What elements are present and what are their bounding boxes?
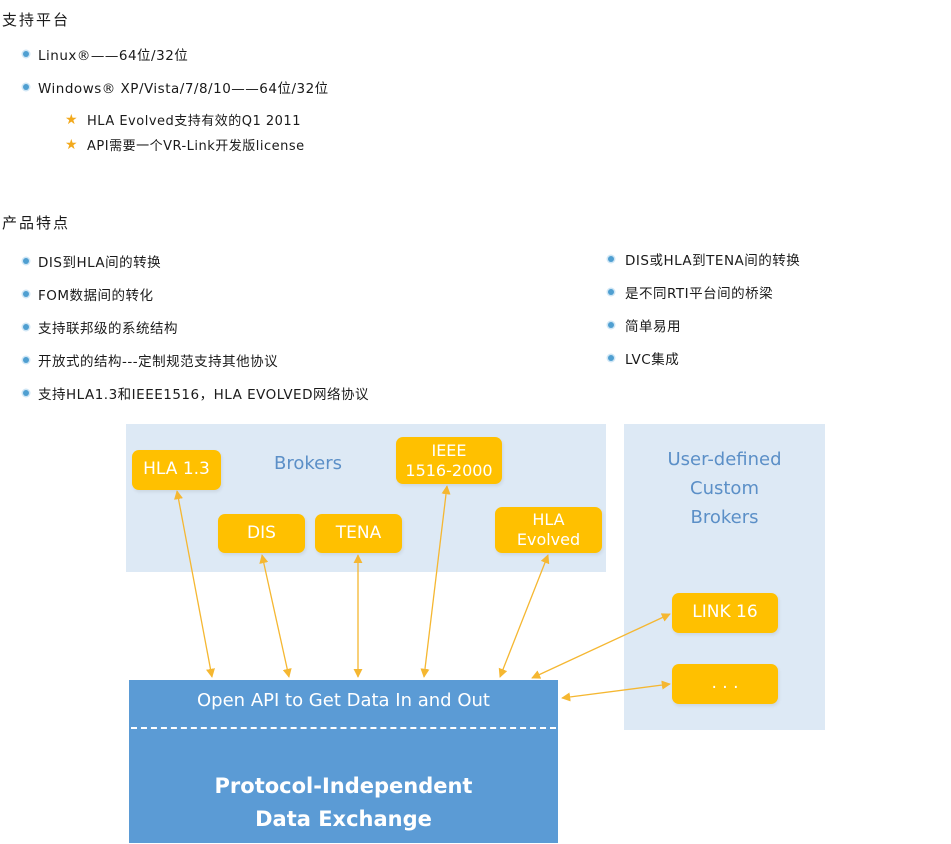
- hla-1-3-chip: HLA 1.3: [132, 450, 221, 490]
- feature-item-open-architecture: 开放式的结构---定制规范支持其他协议: [38, 354, 279, 370]
- bullet-icon: [23, 258, 29, 264]
- platform-subitem-api: API需要一个VR-Link开发版license: [87, 139, 305, 154]
- arrow-more: [561, 680, 671, 702]
- link16-chip: LINK 16: [672, 593, 778, 633]
- arrow-ieee: [420, 485, 451, 678]
- dashed-divider: [131, 727, 556, 729]
- bullet-icon: [608, 289, 614, 295]
- bullet-icon: [608, 355, 614, 361]
- ieee-chip: IEEE 1516-2000: [396, 437, 502, 484]
- arrow-hla13: [174, 490, 215, 678]
- dis-chip: DIS: [218, 514, 305, 553]
- open-api-label: Open API to Get Data In and Out: [197, 690, 490, 711]
- bullet-icon: [23, 357, 29, 363]
- feature-item-easy: 简单易用: [625, 319, 681, 335]
- arrow-link16: [531, 613, 671, 679]
- platform-subitem-hla-evolved: HLA Evolved支持有效的Q1 2011: [87, 114, 301, 129]
- tena-chip: TENA: [315, 514, 402, 553]
- bullet-icon: [608, 322, 614, 328]
- hla-evolved-chip: HLA Evolved: [495, 507, 602, 553]
- platform-item-linux: Linux®——64位/32位: [38, 48, 189, 64]
- protocol-independent-label: Protocol-Independent Data Exchange: [214, 774, 473, 831]
- user-defined-brokers-title: User-defined Custom Brokers: [667, 449, 782, 528]
- bullet-icon: [23, 51, 29, 57]
- section-heading-platform: 支持平台: [2, 11, 71, 29]
- bullet-icon: [23, 390, 29, 396]
- star-icon: ★: [65, 112, 78, 128]
- platform-item-windows: Windows® XP/Vista/7/8/10——64位/32位: [38, 81, 329, 97]
- brokers-title: Brokers: [273, 453, 342, 474]
- feature-item-lvc: LVC集成: [625, 352, 680, 368]
- arrow-dis: [259, 554, 292, 678]
- feature-item-dis-hla: DIS到HLA间的转换: [38, 255, 162, 271]
- feature-item-fom: FOM数据间的转化: [38, 288, 154, 304]
- bullet-icon: [23, 291, 29, 297]
- section-heading-features: 产品特点: [2, 214, 71, 232]
- data-exchange-core: Open API to Get Data In and Out Protocol…: [129, 680, 558, 843]
- bullet-icon: [23, 84, 29, 90]
- feature-item-federation: 支持联邦级的系统结构: [38, 321, 178, 337]
- more-brokers-chip: . . .: [672, 664, 778, 704]
- arrow-hla-evolved: [498, 554, 550, 678]
- feature-item-tena: DIS或HLA到TENA间的转换: [625, 253, 801, 269]
- feature-item-rti-bridge: 是不同RTI平台间的桥梁: [625, 286, 774, 302]
- feature-item-protocols: 支持HLA1.3和IEEE1516，HLA EVOLVED网络协议: [38, 387, 369, 403]
- bullet-icon: [608, 256, 614, 262]
- bullet-icon: [23, 324, 29, 330]
- star-icon: ★: [65, 137, 78, 153]
